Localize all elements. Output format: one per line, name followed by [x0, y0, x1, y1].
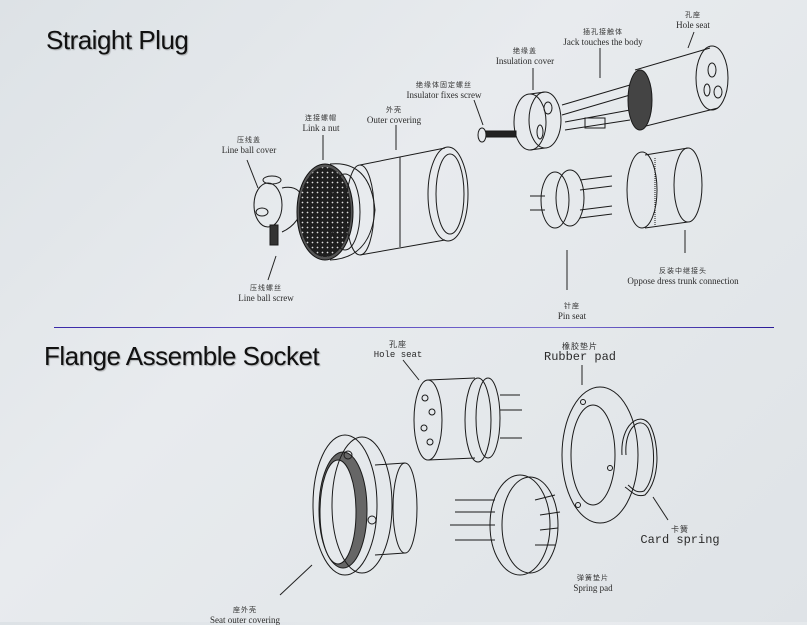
label-rubber-pad: 橡胶垫片 Rubber pad [543, 342, 617, 364]
label-line-ball-cover: 压线盖 Line ball cover [221, 136, 277, 155]
label-hole-seat: 孔座 Hole seat [676, 11, 710, 30]
seat-outer-covering-part [313, 435, 417, 575]
card-spring-part [622, 419, 657, 496]
label-insulator-screw: 绝缘体固定螺丝 Insulator fixes screw [406, 81, 482, 100]
insulation-cover-part [514, 92, 561, 150]
link-nut-part [297, 164, 375, 260]
section-divider [54, 327, 774, 328]
label-trunk-connection: 反装中继接头 Oppose dress trunk connection [627, 267, 739, 286]
label-spring-pad: 弹簧垫片 Spring pad [573, 574, 613, 593]
label-outer-covering: 外壳 Outer covering [366, 106, 422, 125]
rubber-pad-part [562, 387, 638, 523]
label-socket-hole-seat: 孔座 Hole seat [373, 340, 423, 360]
trunk-connection-part [627, 148, 702, 228]
socket-pin-insert-part [450, 475, 560, 575]
jack-body-part [562, 85, 630, 130]
label-insulation-cover: 绝缘盖 Insulation cover [495, 47, 555, 66]
label-line-ball-screw: 压线螺丝 Line ball screw [238, 284, 294, 303]
socket-hole-seat-part [414, 378, 522, 462]
label-jack-body: 插孔接触体 Jack touches the body [563, 28, 643, 47]
pin-seat-part [530, 170, 612, 228]
leader-lines [247, 32, 694, 595]
label-pin-seat: 针座 Pin seat [557, 302, 587, 321]
label-seat-outer-covering: 座外壳 Seat outer covering [210, 606, 280, 625]
flange-socket-heading: Flange Assemble Socket [44, 341, 320, 371]
straight-plug-heading: Straight Plug [46, 25, 189, 55]
line-ball-cover-part [254, 176, 304, 245]
label-card-spring: 卡簧 Card spring [640, 525, 720, 547]
label-link-nut: 连接螺帽 Link a nut [302, 114, 340, 133]
insulator-screw-part [478, 128, 516, 142]
outer-covering-part [346, 147, 468, 255]
hole-seat-part [628, 46, 728, 130]
